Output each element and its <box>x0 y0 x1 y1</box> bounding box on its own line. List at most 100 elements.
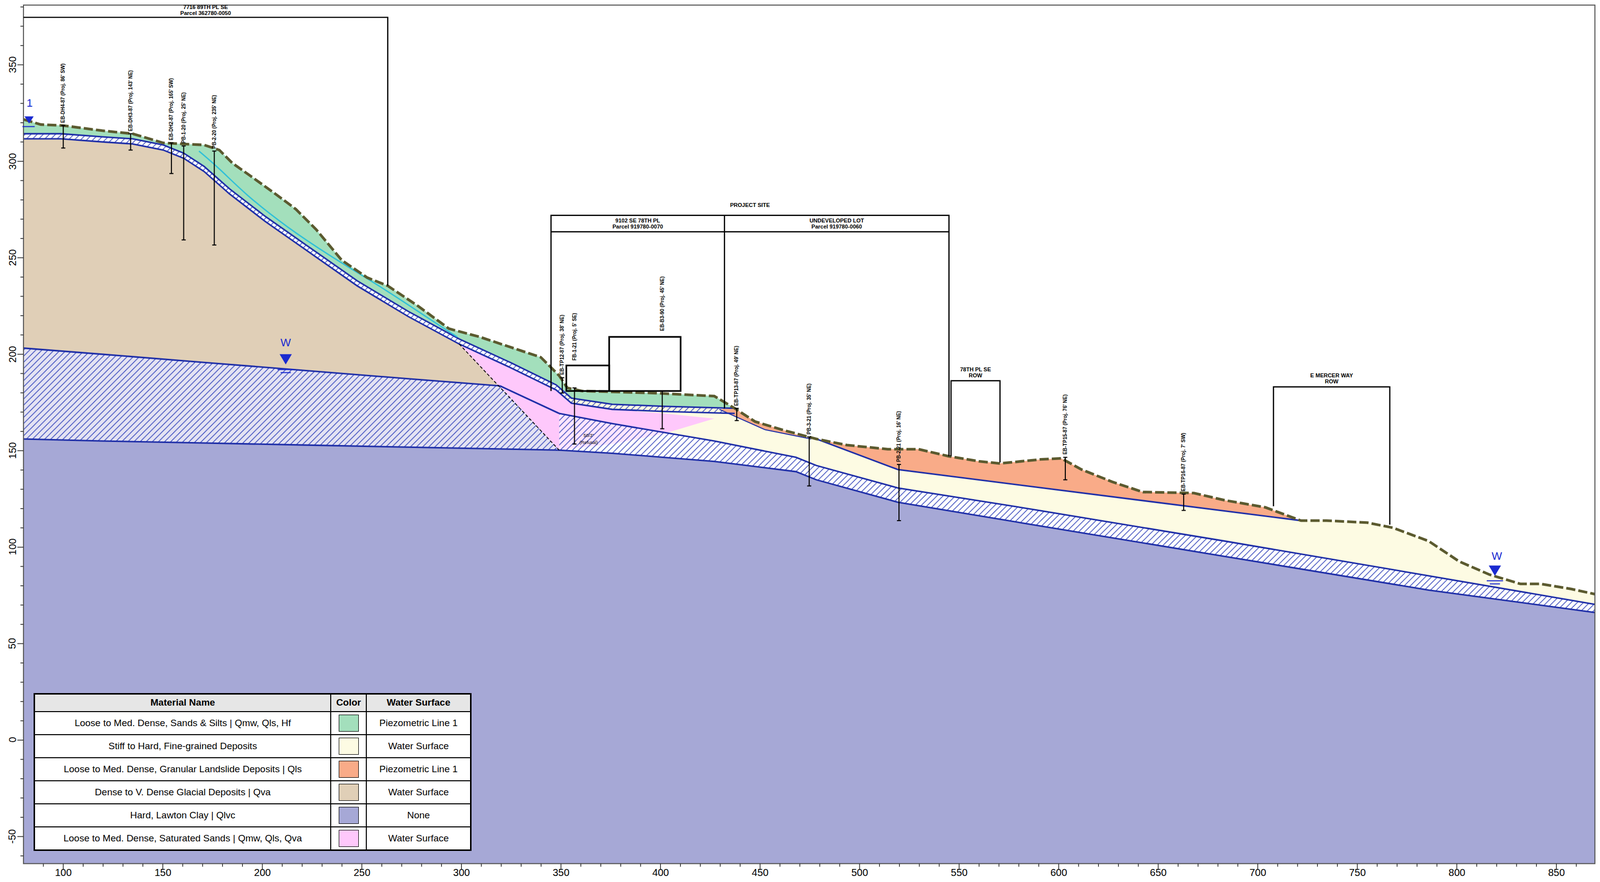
contact-line <box>816 438 1301 521</box>
axis-tick <box>1018 863 1020 867</box>
hatched-band <box>23 348 560 451</box>
boring-end <box>128 133 133 135</box>
station-tick-label: 550 <box>951 866 968 878</box>
station-tick-label: 800 <box>1448 866 1466 878</box>
axis-tick <box>779 863 781 867</box>
legend-swatch <box>338 760 359 778</box>
property-text: 9102 SE 78TH PL <box>551 217 725 224</box>
axis-tick <box>998 863 1000 867</box>
contact-line <box>23 138 735 414</box>
property-text: Parcel 362780-0050 <box>23 10 388 17</box>
axis-tick <box>20 778 24 780</box>
axis-tick <box>919 863 921 867</box>
boring-log <box>1064 457 1066 481</box>
axis-tick <box>20 83 24 85</box>
axis-tick <box>20 585 24 587</box>
legend-text: Loose to Med. Dense, Saturated Sands | Q… <box>34 826 331 850</box>
contact-line <box>500 385 560 414</box>
piezometric-marker <box>22 126 35 128</box>
axis-tick <box>182 863 184 867</box>
boring-log <box>1183 494 1185 511</box>
property-bracket <box>724 215 726 409</box>
station-tick-label: 700 <box>1249 866 1267 878</box>
boring-label: EB-TP16-87 (Proj. 7' SW) <box>1180 432 1187 492</box>
axis-tick <box>20 430 24 432</box>
station-tick-label: 100 <box>55 866 72 878</box>
axis-tick <box>500 863 502 867</box>
axis-tick <box>1197 863 1199 867</box>
axis-tick <box>20 180 24 182</box>
axis-tick <box>1377 863 1379 867</box>
boring-log <box>183 145 185 240</box>
boring-log <box>213 150 215 245</box>
boring-label: EB-TP12-87 (Proj. 38' NE) <box>559 314 566 375</box>
boring-end <box>1063 456 1068 459</box>
elevation-tick-label: 250 <box>7 249 19 266</box>
axis-tick <box>540 863 542 867</box>
axis-tick <box>20 662 24 664</box>
boring-label: PB-2-20 (Proj. 235' NE) <box>211 94 218 149</box>
boring-label: EB-B3-90 (Proj. 45' NE) <box>659 276 666 332</box>
property-bracket <box>1273 386 1390 525</box>
axis-tick <box>20 373 24 375</box>
axis-tick <box>1177 863 1179 867</box>
axis-tick <box>1396 863 1398 867</box>
boring-log <box>130 133 132 151</box>
boring-end <box>169 142 174 144</box>
property-text: ROW <box>1273 378 1390 385</box>
property-label: UNDEVELOPED LOTParcel 919780-0060 <box>724 217 950 230</box>
station-tick-label: 850 <box>1547 866 1565 878</box>
axis-tick <box>321 863 323 867</box>
boring-label: PB-1-20 (Proj. 25' NE) <box>180 92 187 144</box>
elevation-tick-label: -50 <box>6 828 18 844</box>
axis-tick <box>878 863 880 867</box>
axis-tick <box>1316 863 1318 867</box>
contact-line <box>23 133 735 409</box>
axis-tick <box>20 681 24 683</box>
axis-tick <box>20 855 24 857</box>
boring-end <box>1181 509 1186 511</box>
axis-tick <box>20 720 24 722</box>
boring-end <box>807 485 812 487</box>
axis-tick <box>17 64 24 66</box>
station-tick-label: 350 <box>552 866 570 878</box>
axis-tick <box>20 701 24 703</box>
water-table-symbol <box>279 354 292 365</box>
axis-tick <box>20 604 24 606</box>
axis-tick <box>17 739 24 741</box>
axis-tick <box>202 863 204 867</box>
axis-tick <box>20 26 24 28</box>
axis-tick <box>242 863 244 867</box>
axis-tick <box>1535 863 1537 867</box>
legend-swatch <box>338 714 359 732</box>
water-marker-label: 1 <box>26 97 33 110</box>
property-text: ROW <box>951 372 1001 379</box>
station-tick-label: 250 <box>353 866 371 878</box>
station-tick-label: 450 <box>751 866 769 878</box>
boring-label: FB-1-21 (Proj. 5' SE) <box>571 313 578 361</box>
axis-tick <box>700 863 702 867</box>
boring-end <box>169 172 174 174</box>
station-tick-label: 200 <box>254 866 271 878</box>
axis-tick <box>20 489 24 491</box>
boring-end <box>572 443 577 445</box>
axis-tick <box>839 863 841 867</box>
property-text: Parcel 919780-0060 <box>724 223 950 230</box>
axis-tick <box>520 863 522 867</box>
axis-tick <box>421 863 423 867</box>
boring-label: PB-3-21 (Proj. 35' NE) <box>806 383 813 435</box>
boring-end <box>896 520 901 522</box>
axis-tick <box>20 218 24 220</box>
property-label: PROJECT SITE9102 SE 78TH PLParcel 919780… <box>551 201 950 208</box>
legend-water-surface: Water Surface <box>366 734 471 758</box>
legend-color-cell <box>330 826 367 850</box>
boring-end <box>181 145 186 147</box>
axis-tick <box>1277 863 1279 867</box>
axis-tick <box>1217 863 1219 867</box>
axis-tick <box>1117 863 1119 867</box>
axis-tick <box>20 103 24 105</box>
axis-tick <box>20 45 24 47</box>
axis-tick <box>1078 863 1080 867</box>
elevation-tick-label: 200 <box>7 345 19 363</box>
axis-tick <box>20 392 24 394</box>
